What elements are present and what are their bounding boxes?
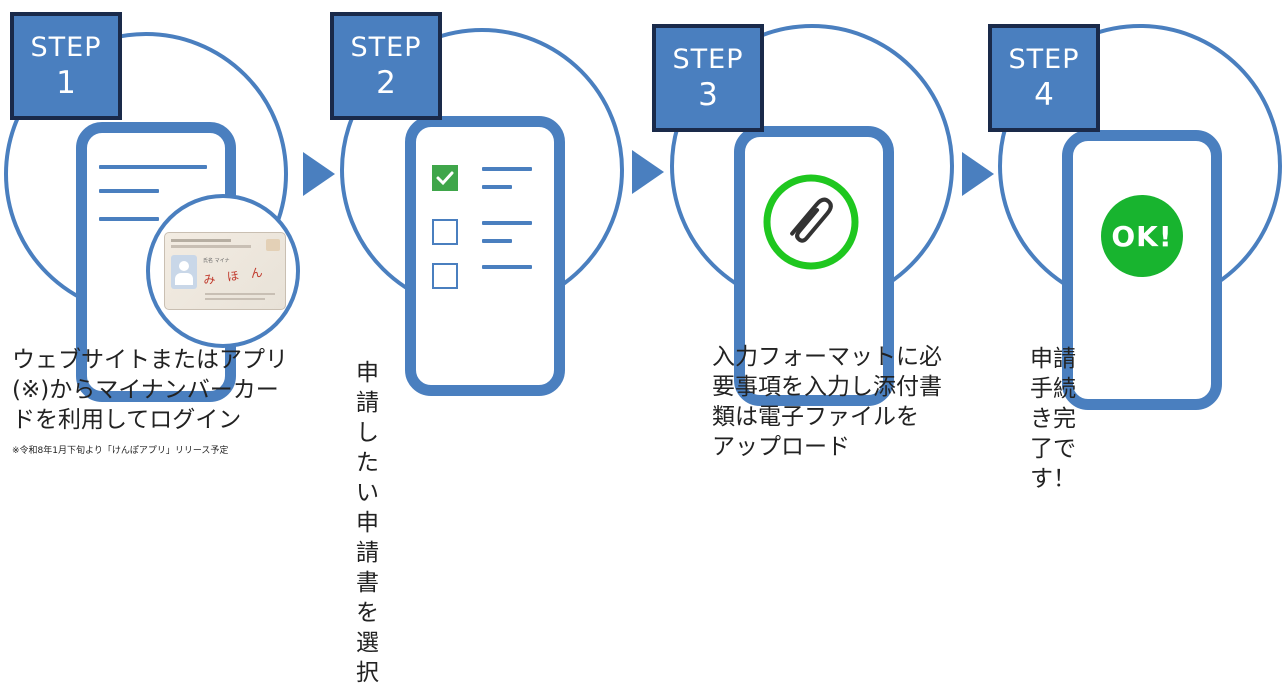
- step-2-number: 2: [376, 65, 396, 101]
- step-1-badge: STEP 1: [10, 12, 122, 120]
- checklist-icon: [405, 116, 565, 396]
- checkbox-unchecked: [432, 263, 458, 289]
- completion-document-icon: OK!: [1062, 130, 1222, 410]
- check-icon: [436, 171, 454, 186]
- step-3-badge: STEP 3: [652, 24, 764, 132]
- step-2: STEP 2 申請したい申請書を選択: [0, 0, 624, 686]
- step-3-caption: 入力フォーマットに必 要事項を入力し添付書 類は電子ファイルを アップロード: [712, 344, 942, 460]
- file-icon: [734, 126, 894, 406]
- step-4-label: STEP: [1008, 44, 1080, 75]
- id-card-name-kana: み ほ ん: [202, 264, 268, 288]
- checkbox-checked: [432, 165, 458, 191]
- step-4: STEP 4 OK! 申請手続き完了です！: [0, 0, 1282, 492]
- checkbox-unchecked: [432, 219, 458, 245]
- step-2-label: STEP: [350, 32, 422, 63]
- step-2-caption: 申請したい申請書を選択: [356, 360, 379, 686]
- ok-badge-text: OK!: [1111, 219, 1173, 253]
- step-3-number: 3: [698, 77, 718, 113]
- id-card-icon: 氏名 マイナ み ほ ん: [164, 232, 286, 310]
- step-1-note: ※令和8年1月下旬より「けんぽアプリ」リリース予定: [12, 446, 229, 456]
- step-4-badge: STEP 4: [988, 24, 1100, 132]
- id-card-name-line: 氏名 マイナ: [203, 258, 230, 264]
- id-card-circle: 氏名 マイナ み ほ ん: [146, 194, 300, 348]
- ok-badge-icon: OK!: [1101, 195, 1183, 277]
- arrow-right-icon: [632, 150, 664, 194]
- step-4-caption: 申請手続き完了です！: [1030, 346, 1076, 492]
- step-2-badge: STEP 2: [330, 12, 442, 120]
- arrow-right-icon: [962, 152, 994, 196]
- arrow-right-icon: [303, 152, 335, 196]
- step-4-number: 4: [1034, 77, 1054, 113]
- step-1-number: 1: [56, 65, 76, 101]
- step-1: STEP 1 氏名 マイナ み ほ ん ウェブサイトまたはアプリ (※)からマイ…: [0, 0, 320, 459]
- paperclip-icon: [763, 174, 859, 270]
- step-1-label: STEP: [30, 32, 102, 63]
- step-3: STEP 3 入力フォーマットに必 要事項を入力し添付書 類は電子ファイルを ア…: [0, 0, 954, 460]
- step-1-caption: ウェブサイトまたはアプリ (※)からマイナンバーカー ドを利用してログイン: [12, 347, 288, 433]
- step-3-label: STEP: [672, 44, 744, 75]
